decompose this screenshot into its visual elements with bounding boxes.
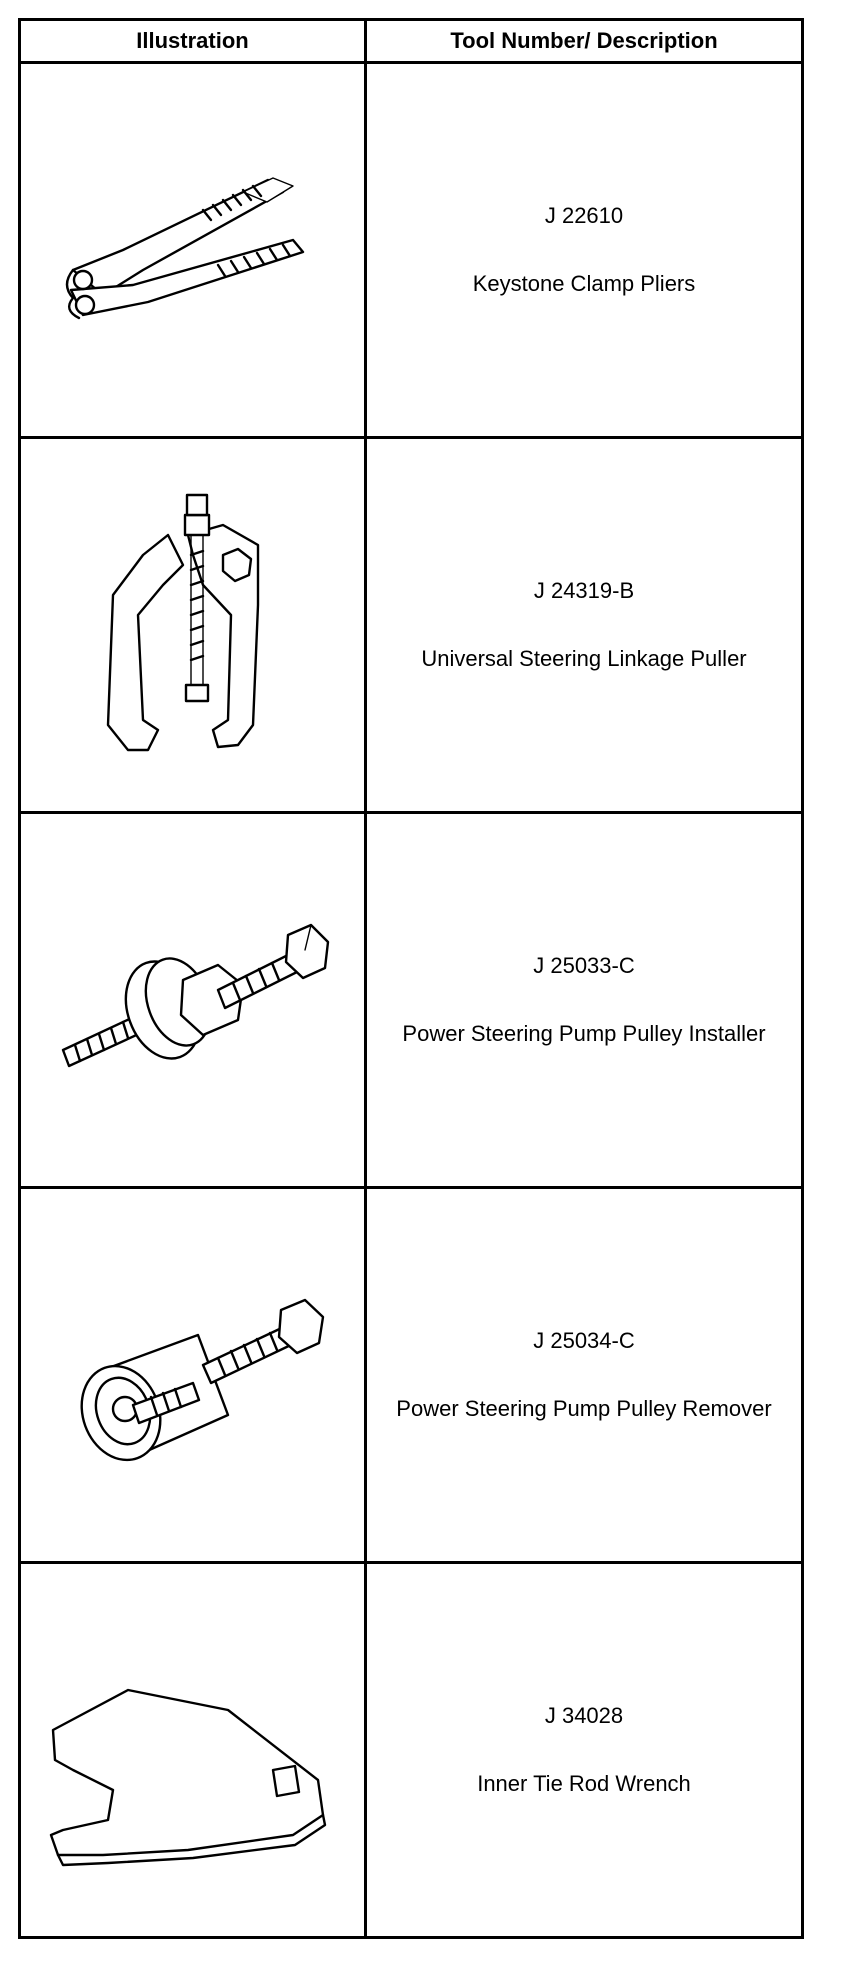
illustration-cell [18,1561,367,1939]
tool-number: J 24319-B [533,578,635,603]
table-row: J 25033-C Power Steering Pump Pulley Ins… [18,811,804,1189]
tool-name: Keystone Clamp Pliers [472,271,696,296]
tool-number: J 25034-C [533,1328,635,1353]
description-cell: J 22610 Keystone Clamp Pliers [364,61,804,439]
description-cell: J 25033-C Power Steering Pump Pulley Ins… [364,811,804,1189]
description-cell: J 25034-C Power Steering Pump Pulley Rem… [364,1186,804,1564]
pliers-icon [65,177,304,320]
header-row: Illustration Tool Number/ Description [18,18,804,64]
pulley-remover-icon [79,1298,324,1462]
pulley-installer-icon [61,923,329,1068]
tool-number: J 22610 [544,203,624,228]
table-row: J 22610 Keystone Clamp Pliers [18,61,804,439]
wrench-icon [49,1688,326,1867]
tool-number: J 25033-C [533,953,635,978]
illustration-cell [18,61,367,439]
illustration-cell [18,436,367,814]
tool-name: Universal Steering Linkage Puller [421,646,747,671]
header-description: Tool Number/ Description [364,18,804,64]
tool-table: Illustration Tool Number/ Description [18,18,804,1939]
tool-name: Inner Tie Rod Wrench [477,1771,691,1796]
illustration-cell [18,811,367,1189]
description-cell: J 34028 Inner Tie Rod Wrench [364,1561,804,1939]
table-row: J 25034-C Power Steering Pump Pulley Rem… [18,1186,804,1564]
description-cell: J 24319-B Universal Steering Linkage Pul… [364,436,804,814]
tool-number: J 34028 [544,1703,624,1728]
puller-icon [106,493,259,752]
table-row: J 34028 Inner Tie Rod Wrench [18,1561,804,1939]
header-illustration: Illustration [18,18,367,64]
tool-name: Power Steering Pump Pulley Remover [396,1396,772,1421]
illustration-cell [18,1186,367,1564]
table-row: J 24319-B Universal Steering Linkage Pul… [18,436,804,814]
tool-name: Power Steering Pump Pulley Installer [402,1021,766,1046]
